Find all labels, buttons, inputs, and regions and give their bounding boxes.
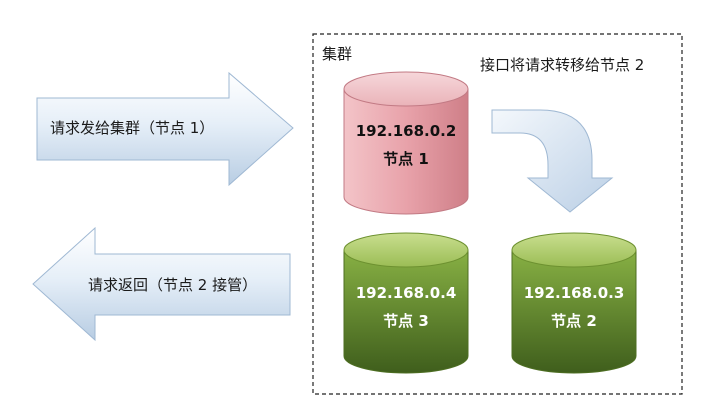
node-2-cylinder: 192.168.0.3 节点 2 xyxy=(511,232,637,374)
response-arrow-label: 请求返回（节点 2 接管） xyxy=(88,276,257,294)
response-arrow: 请求返回（节点 2 接管） xyxy=(32,226,291,342)
node-1-name: 节点 1 xyxy=(383,150,429,168)
node-1-ip: 192.168.0.2 xyxy=(356,122,457,140)
transfer-arrow xyxy=(491,109,614,213)
cluster-boundary xyxy=(312,33,683,395)
request-arrow-label: 请求发给集群（节点 1） xyxy=(50,119,214,137)
node-3-cylinder: 192.168.0.4 节点 3 xyxy=(343,232,469,374)
node-2-ip: 192.168.0.3 xyxy=(524,284,625,302)
node-3-name: 节点 3 xyxy=(383,312,429,330)
transfer-label: 接口将请求转移给节点 2 xyxy=(480,56,644,74)
node-2-name: 节点 2 xyxy=(551,312,597,330)
node-1-cylinder: 192.168.0.2 节点 1 xyxy=(343,71,469,215)
request-arrow: 请求发给集群（节点 1） xyxy=(36,71,294,187)
node-3-ip: 192.168.0.4 xyxy=(356,284,457,302)
cluster-label: 集群 xyxy=(322,45,352,63)
